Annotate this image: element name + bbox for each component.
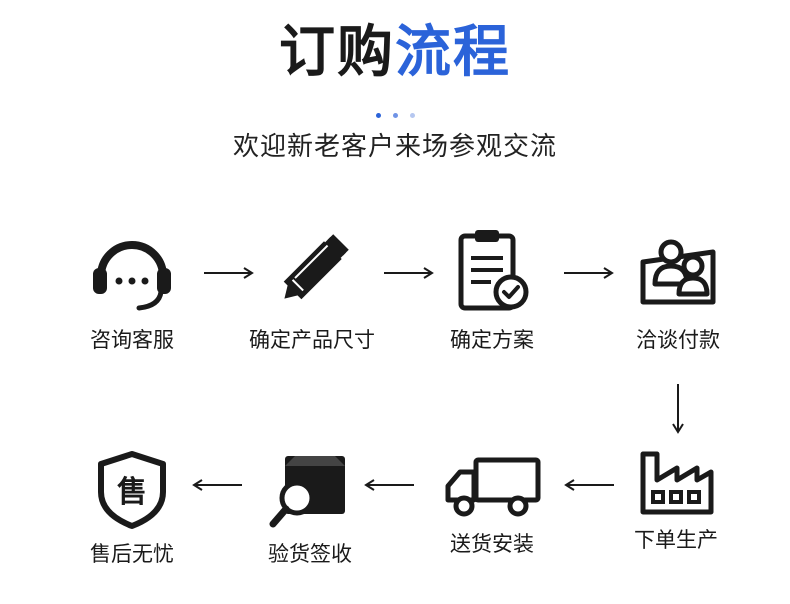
truck-icon (445, 457, 541, 517)
shield-shou-icon: 售 (98, 451, 166, 529)
pencil-ruler-icon (283, 234, 349, 300)
arrow-left-2 (364, 479, 414, 491)
step-label: 确定产品尺寸 (249, 328, 375, 352)
arrow-left-1 (564, 479, 614, 491)
step-label: 下单生产 (634, 528, 718, 552)
people-card-icon (640, 239, 716, 305)
dot-2 (392, 113, 398, 118)
box-search-icon (269, 456, 345, 528)
step-size: 确定产品尺寸 (232, 226, 392, 354)
step-plan: 确定方案 (412, 226, 572, 354)
step-label: 验货签收 (268, 542, 352, 566)
title-dark-part: 订购 (279, 20, 395, 85)
factory-icon (640, 451, 714, 515)
dot-1 (375, 113, 381, 118)
arrow-right-1 (204, 267, 254, 279)
page-subtitle: 欢迎新老客户来场参观交流 (232, 132, 557, 162)
title-dots (0, 103, 790, 122)
step-label: 确定方案 (450, 328, 534, 352)
step-label: 送货安装 (450, 532, 534, 556)
step-payment: 洽谈付款 (598, 226, 758, 354)
step-production: 下单生产 (596, 446, 756, 554)
step-label: 售后无忧 (90, 542, 174, 566)
clipboard-check-icon (458, 230, 529, 311)
step-label: 洽谈付款 (636, 328, 720, 352)
title-blue-part: 流程 (395, 20, 511, 85)
page-title: 订购流程 (0, 18, 790, 88)
dot-3 (409, 113, 415, 118)
shield-glyph: 售 (117, 475, 147, 510)
step-label: 咨询客服 (90, 328, 174, 352)
step-inspect: 验货签收 (230, 450, 390, 568)
step-consult: 咨询客服 (52, 226, 212, 354)
arrow-right-3 (564, 267, 614, 279)
step-delivery: 送货安装 (412, 456, 572, 558)
arrow-down (672, 384, 684, 434)
arrow-right-2 (384, 267, 434, 279)
headset-icon (93, 241, 171, 311)
step-aftersales: 售 售后无忧 (52, 450, 212, 568)
arrow-left-3 (192, 479, 242, 491)
